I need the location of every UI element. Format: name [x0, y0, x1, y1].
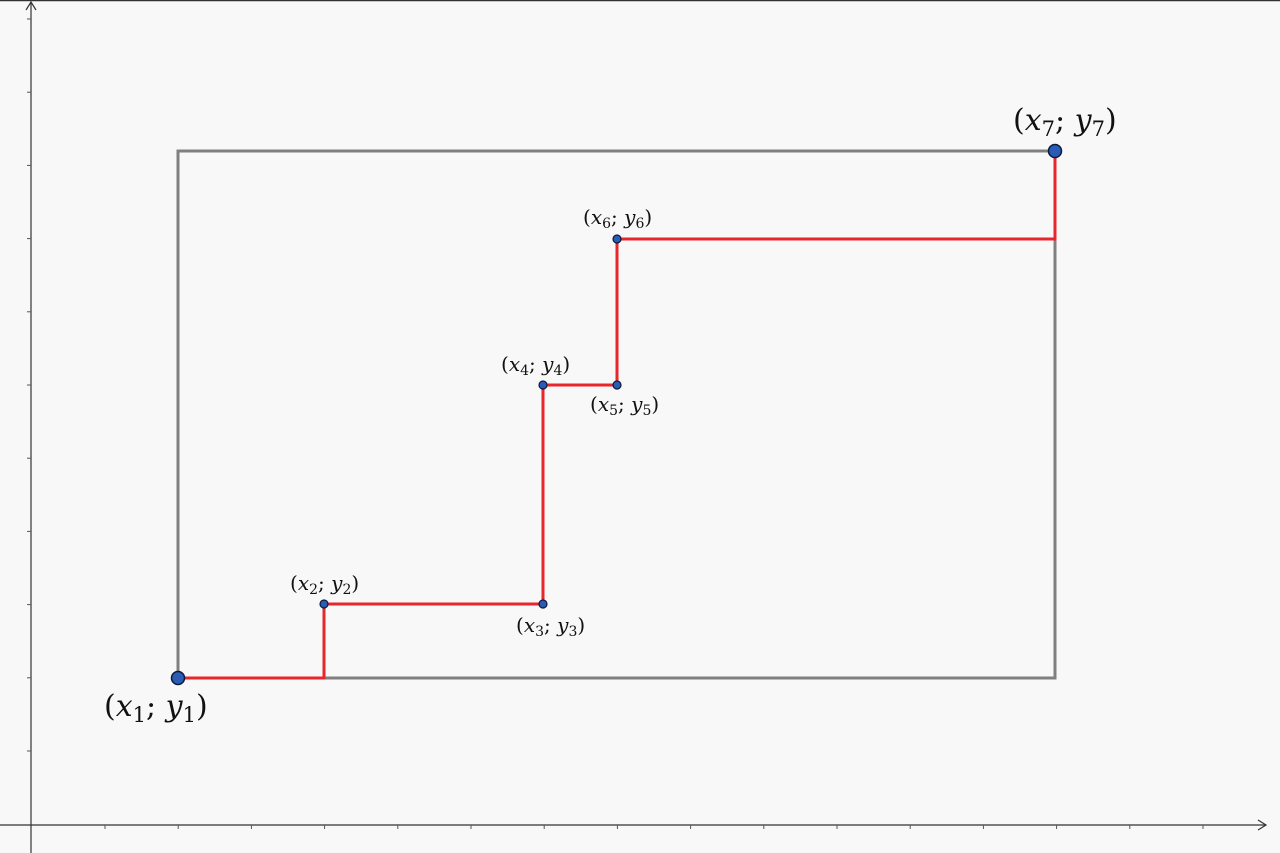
label-p6: (x6; y6) [583, 205, 652, 232]
points [170, 143, 1063, 686]
label-p5: (x5; y5) [590, 392, 659, 419]
point-7 [1047, 143, 1063, 159]
point-2 [319, 599, 329, 609]
x-axis-arrow [1257, 819, 1268, 831]
label-p7: (x7; y7) [1013, 103, 1117, 141]
point-3 [538, 599, 548, 609]
bounding-rectangle [176, 149, 1057, 680]
label-p2: (x2; y2) [290, 571, 359, 598]
point-5 [612, 380, 622, 390]
y-axis-arrow [25, 0, 37, 11]
point-6 [612, 234, 622, 244]
label-p4: (x4; y4) [501, 352, 570, 379]
point-1 [170, 670, 186, 686]
label-p1: (x1; y1) [104, 689, 208, 727]
label-p3: (x3; y3) [516, 613, 585, 640]
point-labels: (x1; y1) (x2; y2) (x3; y3) (x4; y4) (x5;… [104, 103, 1117, 727]
point-4 [538, 380, 548, 390]
axis-ticks [27, 18, 1204, 829]
